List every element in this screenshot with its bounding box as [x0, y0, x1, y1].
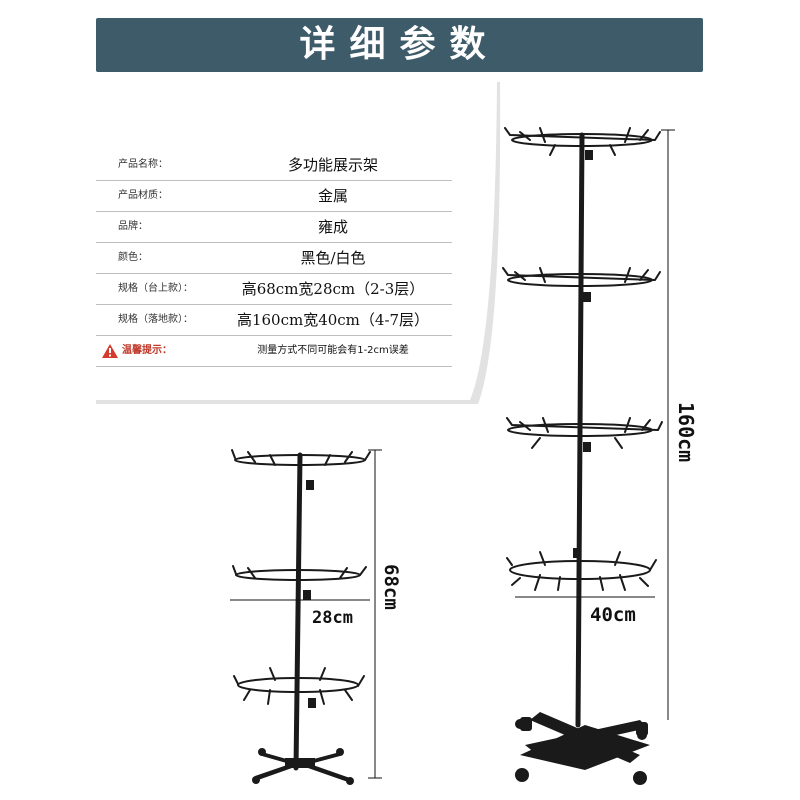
large-height-label: 160cm — [674, 402, 698, 463]
warning-icon — [102, 344, 118, 358]
dimension-lines — [230, 129, 675, 779]
spec-label: 产品材质： — [118, 190, 168, 201]
spec-label: 颜色： — [118, 252, 148, 263]
spec-value: 金属 — [317, 187, 348, 205]
small-width-label: 28cm — [312, 608, 353, 628]
spec-label: 规格（台上款）： — [118, 283, 193, 294]
small-height-label: 68cm — [380, 564, 402, 610]
spec-row-material: 产品材质： 金属 — [96, 181, 452, 212]
spec-row-floor: 规格（落地款）： 高160cm宽40cm（4-7层） — [96, 305, 452, 336]
warning-text: 测量方式不同可能会有1-2cm误差 — [257, 345, 409, 356]
large-width-label: 40cm — [590, 604, 636, 626]
header-banner: 详细参数 — [96, 18, 703, 72]
spec-value: 高160cm宽40cm（4-7层） — [236, 311, 430, 329]
spec-value: 多功能展示架 — [287, 156, 378, 174]
spec-label: 产品名称： — [118, 159, 168, 170]
spec-label: 规格（落地款）： — [118, 314, 193, 325]
spec-label: 品牌： — [118, 221, 148, 232]
tabletop-rack — [231, 449, 371, 785]
warning-label: 温馨提示： — [122, 345, 172, 356]
spec-row-warning: 温馨提示： 测量方式不同可能会有1-2cm误差 — [96, 336, 452, 367]
spec-value: 黑色/白色 — [300, 249, 366, 267]
spec-row-brand: 品牌： 雍成 — [96, 212, 452, 243]
page-title: 详细参数 — [299, 24, 500, 65]
floor-rack — [502, 127, 663, 785]
spec-row-tabletop: 规格（台上款）： 高68cm宽28cm（2-3层） — [96, 274, 452, 305]
spec-value: 高68cm宽28cm（2-3层） — [241, 280, 425, 298]
spec-row-color: 颜色： 黑色/白色 — [96, 243, 452, 274]
spec-value: 雍成 — [317, 218, 348, 236]
spec-row-name: 产品名称： 多功能展示架 — [96, 150, 452, 181]
